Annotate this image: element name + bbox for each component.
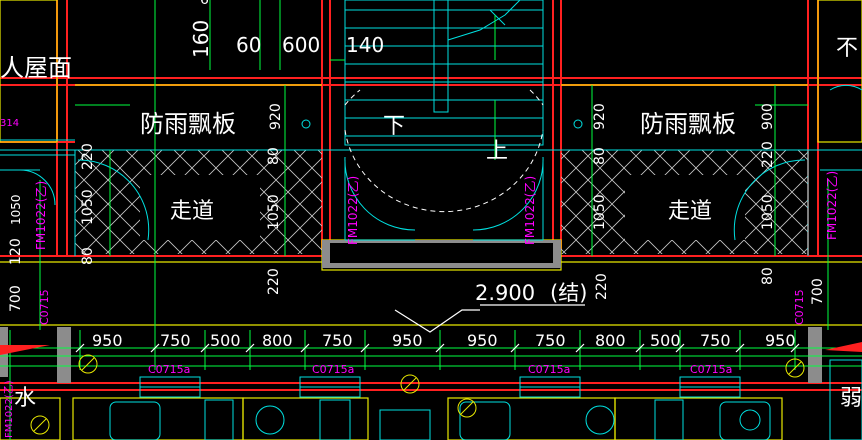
dim-1050-right: 1050 xyxy=(760,194,776,230)
dim-700-left: 700 xyxy=(8,285,24,312)
canopy-label-left: 防雨飘板 xyxy=(140,110,236,138)
bottom-dim-9: 500 xyxy=(650,331,681,350)
left-bottom-label: 水 xyxy=(14,386,36,411)
window-tag-2: C0715a xyxy=(312,363,354,376)
door-tag-left: FM1022(乙) xyxy=(34,181,48,250)
small-circles xyxy=(301,119,583,129)
window-tag-right: C0715 xyxy=(793,289,806,325)
dim-700-right: 700 xyxy=(810,278,826,305)
stair-landing-cut xyxy=(330,243,553,263)
dim-900-right: 900 xyxy=(760,103,776,130)
top-dim-60: 60 xyxy=(236,33,261,57)
dim-920-center-right: 920 xyxy=(592,103,608,130)
dim-120-left: 120 xyxy=(8,238,24,265)
window-tag-left: C0715 xyxy=(38,289,51,325)
elevation-note: (结) xyxy=(550,281,587,305)
dim-1050-left: 1050 xyxy=(80,189,96,225)
elevation-marker xyxy=(394,309,480,333)
dim-1050-left-small: 1050 xyxy=(9,194,23,225)
dimension-ticks xyxy=(75,343,800,353)
red-marker-right xyxy=(825,342,862,352)
red-marker-left xyxy=(0,345,50,355)
dim-220-center-left: 220 xyxy=(266,268,282,295)
window-tag-1: C0715a xyxy=(148,363,190,376)
right-bottom-label: 弱 xyxy=(840,386,862,411)
bottom-dim-8: 800 xyxy=(595,331,626,350)
right-top-label: 不 xyxy=(836,36,858,61)
dim-80-left: 80 xyxy=(80,247,96,265)
dim-1050-center-right: 1050 xyxy=(592,194,608,230)
left-small-text: 314 xyxy=(0,118,19,129)
corridor-label-right: 走道 xyxy=(668,199,712,224)
window-tag-3: C0715a xyxy=(528,363,570,376)
top-dim-600: 600 xyxy=(282,33,320,57)
window-tag-4: C0715a xyxy=(690,363,732,376)
top-fragment: 6 xyxy=(200,0,209,8)
dashed-arcs xyxy=(344,89,544,213)
pipe-circles xyxy=(30,354,805,435)
bottom-dim-2: 500 xyxy=(210,331,241,350)
top-dim-140: 140 xyxy=(346,33,384,57)
bottom-dim-7: 750 xyxy=(535,331,566,350)
dim-80-center-right: 80 xyxy=(592,147,608,165)
canopy-label-right: 防雨飘板 xyxy=(640,110,736,138)
door-tag-bottom-left: FM1022(乙) xyxy=(3,380,15,438)
roof-label: 人屋面 xyxy=(0,54,72,82)
elevation-value: 2.900 xyxy=(475,281,535,305)
bottom-dim-1: 750 xyxy=(160,331,191,350)
dim-220-right: 220 xyxy=(760,141,776,168)
bottom-dim-0: 950 xyxy=(92,331,123,350)
door-tag-center-right: FM1022(乙) xyxy=(523,176,537,245)
corridor-label-left: 走道 xyxy=(170,199,214,224)
dim-1050-center-left: 1050 xyxy=(266,194,282,230)
bottom-dim-10: 750 xyxy=(700,331,731,350)
bottom-dim-4: 750 xyxy=(322,331,353,350)
top-dim-160: 160 xyxy=(189,20,213,58)
dim-80-center-left: 80 xyxy=(266,147,282,165)
bottom-dim-3: 800 xyxy=(262,331,293,350)
bottom-dim-5: 950 xyxy=(392,331,423,350)
bottom-dim-6: 950 xyxy=(467,331,498,350)
dim-220-center-right: 220 xyxy=(594,273,610,300)
stair-up-label: 上 xyxy=(486,139,508,164)
bottom-dim-11: 950 xyxy=(765,331,796,350)
dim-220-left: 220 xyxy=(80,143,96,170)
door-tag-right: FM1022(乙) xyxy=(825,171,839,240)
dim-920-center-left: 920 xyxy=(268,103,284,130)
door-tag-center-left: FM1022(乙) xyxy=(346,176,360,245)
dim-80-right: 80 xyxy=(760,267,776,285)
stair-down-label: 下 xyxy=(383,114,405,139)
